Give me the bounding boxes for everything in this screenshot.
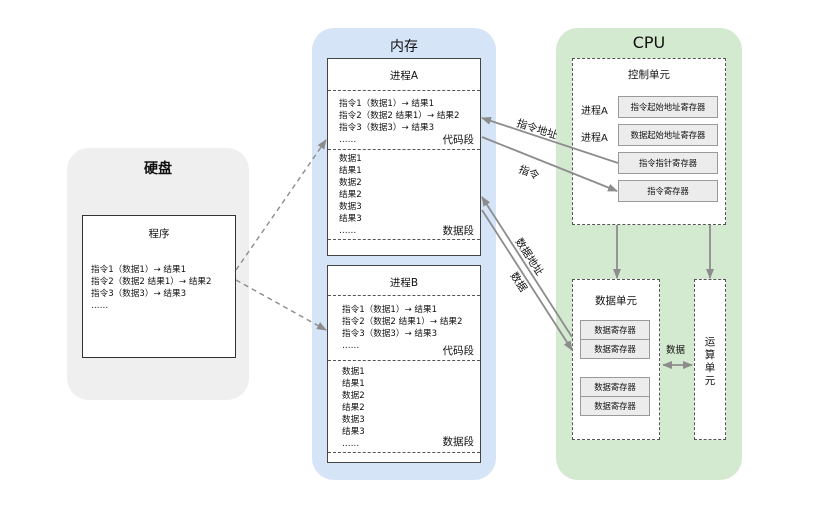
process-b-data-6: 结果3 (342, 427, 365, 437)
control-row-label-2: 进程A (581, 133, 608, 144)
process-a-data-7: …… (339, 226, 357, 236)
instr-arrow (481, 136, 618, 192)
process-b-data-5: 数据3 (342, 415, 365, 425)
alu-box: 运算单元 (694, 279, 726, 440)
program-box: 程序 指令1（数据1）→ 结果1 指令2（数据2 结果1）→ 结果2 指令3（数… (82, 215, 236, 358)
instr-pointer-register: 指令指针寄存器 (618, 152, 718, 174)
process-a-code-1: 指令1（数据1）→ 结果1 (339, 99, 435, 109)
load-arrow-to-process-a (235, 139, 327, 271)
process-a-data-5: 数据3 (339, 202, 362, 212)
data-register-2: 数据寄存器 (580, 339, 650, 359)
process-a-data-6: 结果3 (339, 214, 362, 224)
process-a-data-3: 数据2 (339, 178, 362, 188)
process-b-data-4: 结果2 (342, 403, 365, 413)
data-register-4: 数据寄存器 (580, 396, 650, 416)
data-label: 数据 (507, 270, 530, 295)
control-row-label-1: 进程A (581, 106, 608, 117)
process-a-sep-1 (328, 90, 480, 91)
cpu-title: CPU (632, 33, 666, 52)
data-alu-label: 数据 (666, 344, 686, 356)
process-b-box: 进程B 指令1（数据1）→ 结果1 指令2（数据2 结果1）→ 结果2 指令3（… (327, 265, 481, 463)
program-line-4: …… (91, 301, 109, 311)
data-unit-title: 数据单元 (595, 295, 637, 307)
process-b-code-label: 代码段 (442, 345, 475, 357)
process-a-data-2: 结果1 (339, 166, 362, 176)
data-start-addr-register: 数据起始地址寄存器 (618, 124, 718, 146)
process-a-code-4: …… (339, 135, 357, 145)
program-title: 程序 (148, 228, 170, 240)
process-b-code-2: 指令2（数据2 结果1）→ 结果2 (342, 317, 463, 327)
process-b-data-1: 数据1 (342, 367, 365, 377)
process-a-data-1: 数据1 (339, 154, 362, 164)
control-unit-title: 控制单元 (628, 69, 670, 81)
instr-addr-label: 指令地址 (515, 116, 559, 141)
program-line-1: 指令1（数据1）→ 结果1 (91, 265, 187, 275)
alu-label: 运算单元 (704, 336, 716, 387)
process-b-code-4: …… (342, 341, 360, 351)
process-b-data-2: 结果1 (342, 379, 365, 389)
process-a-box: 进程A 指令1（数据1）→ 结果1 指令2（数据2 结果1）→ 结果2 指令3（… (327, 58, 481, 256)
program-line-3: 指令3（数据3）→ 结果3 (91, 289, 187, 299)
process-b-sep-2 (328, 360, 480, 361)
process-a-title: 进程A (389, 70, 419, 82)
process-b-sep-3 (328, 452, 480, 453)
instr-start-addr-register: 指令起始地址寄存器 (618, 96, 718, 118)
process-a-sep-3 (328, 239, 480, 240)
process-b-data-label: 数据段 (442, 436, 475, 448)
memory-title: 内存 (390, 39, 418, 55)
process-a-data-4: 结果2 (339, 190, 362, 200)
process-a-code-3: 指令3（数据3）→ 结果3 (339, 123, 435, 133)
process-b-data-3: 数据2 (342, 391, 365, 401)
disk-title: 硬盘 (144, 161, 172, 177)
instr-label: 指令 (517, 163, 542, 183)
process-a-code-label: 代码段 (442, 134, 475, 146)
program-line-2: 指令2（数据2 结果1）→ 结果2 (91, 277, 212, 287)
data-arrow (481, 209, 573, 351)
instr-register: 指令寄存器 (618, 180, 718, 202)
process-a-sep-2 (328, 149, 480, 150)
process-b-code-1: 指令1（数据1）→ 结果1 (342, 305, 438, 315)
process-a-data-label: 数据段 (442, 225, 475, 237)
process-b-code-3: 指令3（数据3）→ 结果3 (342, 329, 438, 339)
load-arrow-to-process-b (235, 279, 327, 331)
data-addr-arrow (481, 196, 573, 338)
process-b-title: 进程B (389, 277, 419, 289)
instr-addr-arrow (481, 117, 619, 164)
process-a-code-2: 指令2（数据2 结果1）→ 结果2 (339, 111, 460, 121)
process-b-sep-1 (328, 295, 480, 296)
process-b-data-7: …… (342, 439, 360, 449)
